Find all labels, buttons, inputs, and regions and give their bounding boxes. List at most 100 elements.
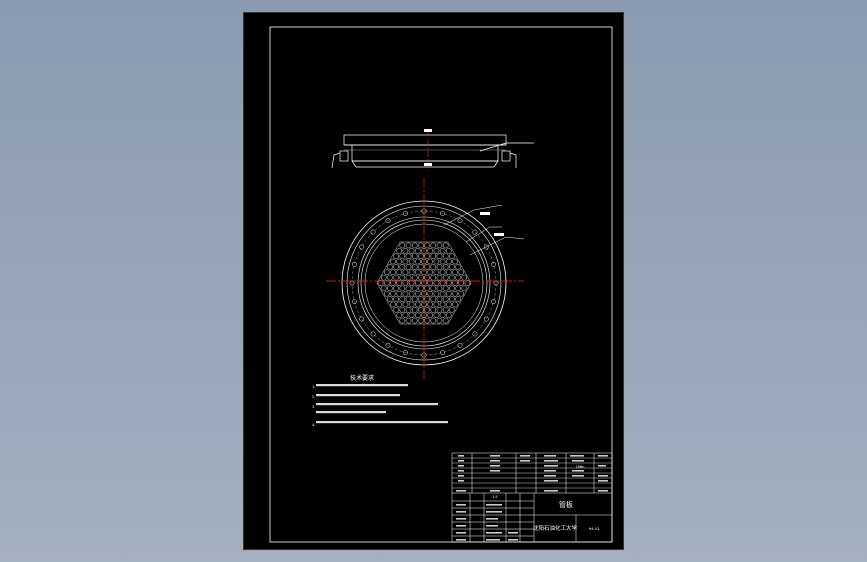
side-view-mark	[424, 163, 432, 166]
tube-hole	[424, 317, 430, 324]
tube-hole	[439, 301, 446, 308]
tube-hole	[455, 296, 461, 302]
tube-hole	[445, 269, 452, 276]
tube-hole	[393, 285, 399, 292]
tube-hole	[414, 247, 421, 254]
tube-hole	[380, 274, 387, 281]
tube-hole	[424, 264, 430, 270]
tube-hole	[414, 269, 421, 276]
tube-hole	[399, 317, 406, 324]
tube-hole	[402, 258, 409, 265]
tube-hole	[458, 280, 465, 286]
tube-hole	[399, 274, 406, 281]
tube-hole	[414, 312, 421, 319]
tube-hole	[399, 296, 406, 302]
tube-hole	[402, 269, 409, 276]
tube-hole	[418, 274, 424, 281]
tube-hole	[439, 290, 446, 297]
tube-hole	[414, 290, 421, 297]
tube-hole	[411, 264, 418, 270]
tube-hole	[442, 264, 449, 270]
tube-hole	[393, 296, 399, 302]
tube-hole	[439, 247, 446, 254]
title-block	[451, 452, 613, 543]
bolt-hole	[472, 229, 478, 235]
tube-hole	[445, 258, 452, 265]
tube-bundle-outline	[376, 241, 472, 325]
tube-hole	[399, 264, 406, 270]
tube-hole	[408, 280, 415, 286]
tube-hole	[414, 301, 421, 308]
tube-hole	[408, 269, 415, 276]
drawing-canvas: 技术要求 1. 2. 3. 4.	[269, 26, 613, 543]
tube-hole	[436, 253, 443, 259]
tube-hole	[411, 274, 418, 281]
tube-hole	[452, 258, 458, 265]
tube-hole	[399, 242, 406, 249]
tube-hole	[442, 307, 449, 313]
tube-hole	[424, 242, 430, 249]
bolt-hole	[359, 316, 365, 322]
tube-hole	[430, 285, 437, 292]
tube-hole	[396, 269, 403, 276]
bolt-hole	[402, 211, 408, 216]
tube-hole	[383, 290, 390, 297]
tube-hole	[387, 296, 393, 302]
tube-hole	[445, 301, 452, 308]
tube-hole	[452, 301, 458, 308]
tube-hole	[380, 285, 387, 292]
tube-hole	[424, 253, 430, 259]
bolt-hole	[359, 244, 365, 250]
tube-hole	[405, 242, 412, 249]
tube-hole	[405, 253, 412, 259]
tube-hole	[405, 274, 412, 281]
tube-hole	[390, 290, 396, 297]
tube-hole	[433, 258, 440, 265]
bolt-hole	[491, 261, 496, 267]
tube-hole	[418, 253, 424, 259]
tube-hole	[408, 301, 415, 308]
bolt-hole	[352, 299, 357, 305]
tube-hole	[442, 253, 449, 259]
bolt-hole	[440, 211, 446, 216]
tech-req-item: 4.	[312, 423, 315, 427]
tube-hole	[442, 317, 449, 324]
tube-hole	[418, 296, 424, 302]
bolt-holes	[349, 208, 499, 358]
drawing-frame	[269, 26, 613, 543]
tube-hole	[424, 285, 430, 292]
drawing-sheet: 技术要求 1. 2. 3. 4.	[244, 13, 623, 549]
school-name: 沈阳石油化工大学	[533, 524, 578, 532]
tube-hole	[433, 247, 440, 254]
tube-hole	[436, 285, 443, 292]
tube-hole	[383, 280, 390, 286]
bolt-hole	[370, 229, 376, 235]
tube-hole	[390, 258, 396, 265]
tube-hole	[424, 274, 430, 281]
bolt-hole	[352, 261, 357, 267]
bolt-hole	[472, 331, 478, 337]
tube-hole	[418, 317, 424, 324]
tube-hole	[461, 274, 468, 281]
tube-hole	[377, 280, 384, 286]
leader-label	[480, 212, 490, 215]
drawing-number: H4-03	[589, 527, 600, 531]
tube-hole	[408, 290, 415, 297]
tube-hole	[442, 285, 449, 292]
tube-hole	[455, 285, 461, 292]
tube-hole	[405, 296, 412, 302]
tube-hole	[430, 296, 437, 302]
tube-hole	[455, 264, 461, 270]
tube-hole	[411, 285, 418, 292]
tube-hole	[408, 312, 415, 319]
tube-hole	[436, 317, 443, 324]
tube-hole	[436, 274, 443, 281]
tube-hole	[418, 242, 424, 249]
tube-hole	[433, 269, 440, 276]
tech-req-item: 1.	[312, 385, 315, 389]
tube-hole	[433, 280, 440, 286]
tube-hole	[402, 312, 409, 319]
tube-hole	[445, 247, 452, 254]
bolt-hole	[491, 299, 496, 305]
